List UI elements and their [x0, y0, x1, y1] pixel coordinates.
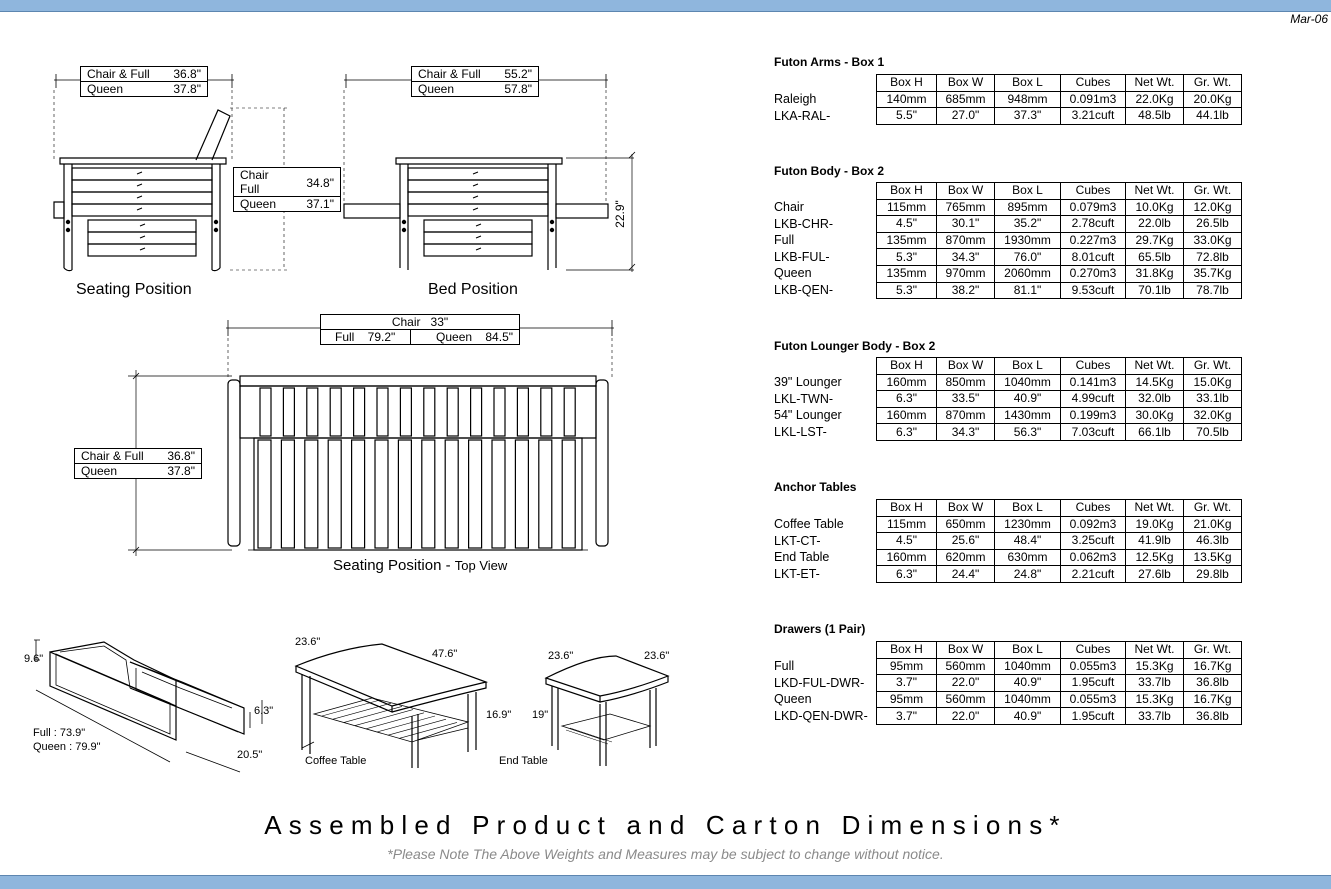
bottom-bar: [0, 875, 1331, 889]
top-view-drawing: [128, 320, 614, 556]
coffee-length-label: 47.6": [432, 648, 458, 660]
bed-side-drawing: [343, 74, 636, 272]
drawer-queen-label: Queen : 79.9": [33, 741, 101, 753]
section-title-lounger-body: Futon Lounger Body - Box 2: [774, 339, 936, 353]
end-caption: End Table: [499, 755, 548, 767]
section-title-anchor-tables: Anchor Tables: [774, 480, 857, 494]
section-title-futon-arms: Futon Arms - Box 1: [774, 55, 885, 69]
section-title-drawers: Drawers (1 Pair): [774, 622, 866, 636]
drawer-depth-label: 20.5": [237, 749, 263, 761]
end-depth-left-label: 23.6": [548, 650, 574, 662]
date-label: Mar-06: [1290, 12, 1328, 26]
seating-caption: Seating Position: [76, 281, 192, 298]
top-view-caption: Seating Position - Top View: [333, 557, 508, 574]
page-title: Assembled Product and Carton Dimensions*: [264, 810, 1067, 840]
end-table-drawing: [544, 655, 670, 766]
drawers-drawing: [34, 639, 263, 773]
drawer-side-label: 6.3": [254, 705, 274, 717]
coffee-depth-label: 23.6": [295, 636, 321, 648]
top-bar: [0, 0, 1331, 12]
bed-caption: Bed Position: [428, 281, 518, 298]
section-title-futon-body: Futon Body - Box 2: [774, 164, 884, 178]
top-width-box: Chair 33" Full 79.2" Queen 84.5": [320, 314, 520, 345]
drawer-full-label: Full : 73.9": [33, 727, 86, 739]
coffee-table-drawing: [294, 643, 489, 768]
coffee-caption: Coffee Table: [305, 755, 367, 767]
end-height-label: 19": [532, 709, 549, 721]
coffee-height-label: 16.9": [486, 709, 512, 721]
seating-side-drawing: [53, 74, 290, 272]
bed-height-label: 22.9": [612, 200, 627, 228]
end-depth-right-label: 23.6": [644, 650, 670, 662]
product-drawings: [34, 74, 670, 773]
drawer-height-label: 9.6": [24, 653, 44, 665]
disclaimer-note: *Please Note The Above Weights and Measu…: [387, 846, 944, 862]
